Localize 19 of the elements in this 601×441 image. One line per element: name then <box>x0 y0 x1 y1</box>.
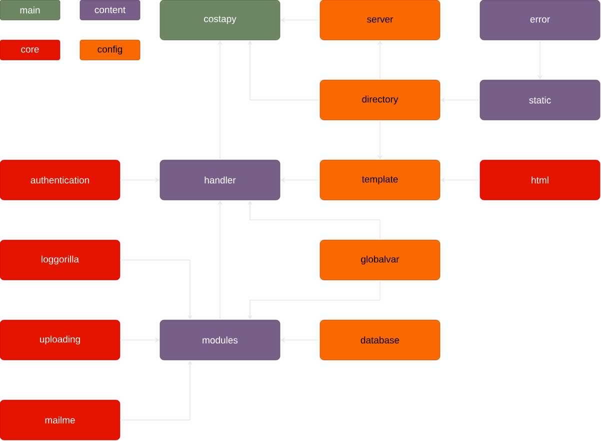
module-box: directory <box>320 80 440 120</box>
module-box: globalvar <box>320 240 440 280</box>
module-box: costapy <box>160 0 280 40</box>
module-box: modules <box>160 320 280 360</box>
legend-label: core <box>21 47 39 53</box>
module-box: database <box>320 320 440 360</box>
legend-label: config <box>98 46 122 54</box>
module-box: static <box>480 80 600 120</box>
module-box: authentication <box>0 160 120 200</box>
legend-label: main <box>20 6 40 14</box>
legend-label: content <box>94 6 126 14</box>
module-box: template <box>320 160 440 200</box>
module-box: server <box>320 0 440 40</box>
module-box: loggorilla <box>0 240 120 280</box>
module-box: uploading <box>0 320 120 360</box>
module-box: html <box>480 160 600 200</box>
module-box: mailme <box>0 400 120 440</box>
module-box: error <box>480 0 600 40</box>
module-box: handler <box>160 160 280 200</box>
